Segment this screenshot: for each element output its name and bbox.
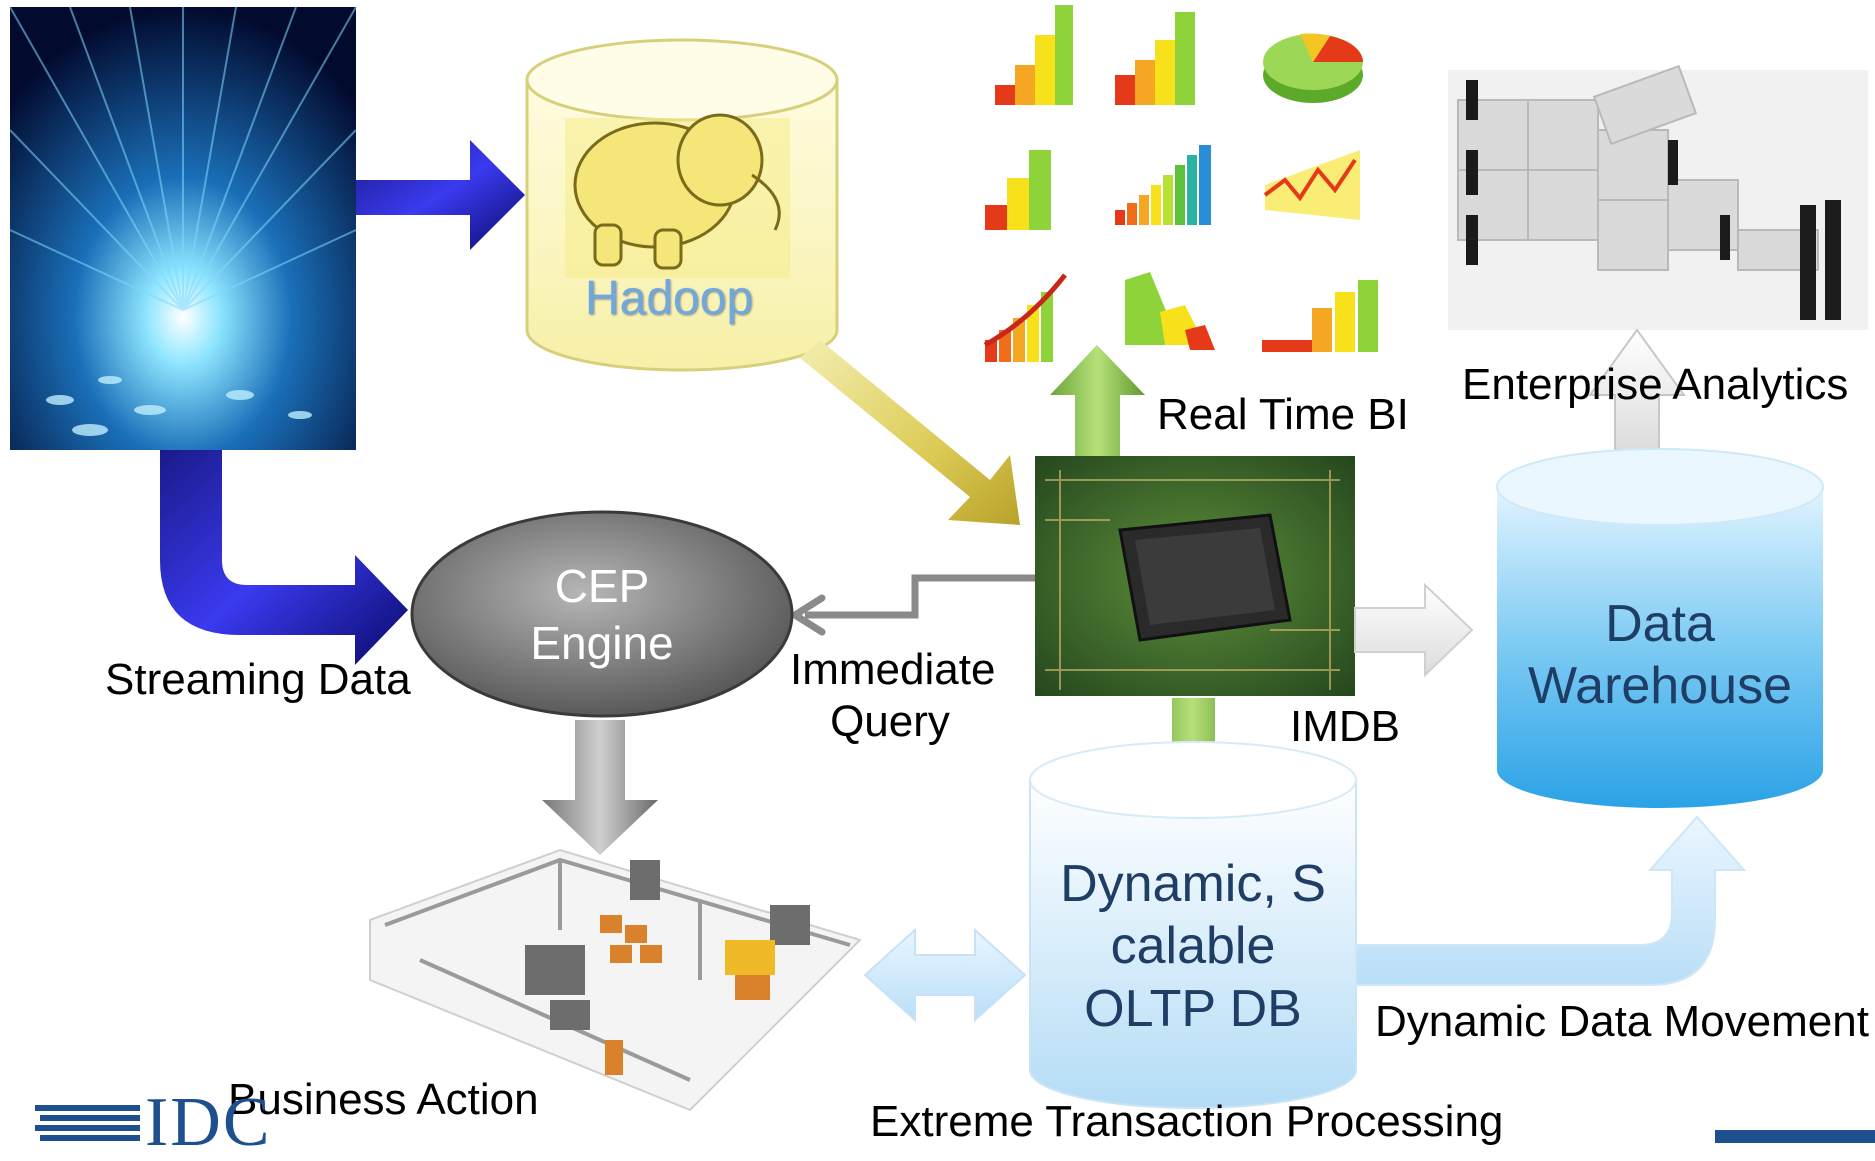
arrow-imdb-to-cep [805,574,1035,619]
line-chart-icon [1263,150,1360,220]
oltp-label-line1: Dynamic, S [1060,855,1326,913]
arrow-stream-to-cep [160,450,408,665]
data-warehouse-label-line1: Data [1605,595,1715,653]
oltp-label-line3: OLTP DB [1084,980,1302,1038]
circuit-chip-image [1035,456,1355,696]
cep-label-line1: CEP [554,560,650,612]
cep-engine-node [410,510,794,718]
data-warehouse-label-line2: Warehouse [1528,657,1792,715]
streaming-binary-tunnel-image [9,6,357,450]
bar-chart-icon [985,150,1051,230]
imdb-label: IMDB [1290,702,1400,751]
bar-chart-icon [1115,12,1195,105]
real-time-bi-label: Real Time BI [1157,390,1409,439]
enterprise-analytics-label: Enterprise Analytics [1462,360,1849,409]
arrow-hadoop-to-imdb [800,340,1020,525]
bar-chart-icon [983,273,1067,362]
pie-chart-icon [1263,33,1363,103]
idc-logo-text: IDC [145,1084,272,1161]
puzzle-team-image [1448,64,1868,330]
oltp-cylinder [1029,741,1357,1109]
dynamic-data-movement-label: Dynamic Data Movement [1375,997,1869,1046]
business-action-label: Business Action [228,1075,539,1124]
bar-chart-icon [1115,145,1211,225]
immediate-query-label-line2: Query [830,697,950,746]
factory-automation-image [369,848,862,1112]
arrow-imdb-to-dw [1354,582,1474,678]
arrow-oltp-to-dw [1355,815,1747,986]
arrow-imdb-to-bi [1050,345,1145,458]
idc-logo-stripes [35,1105,140,1141]
cep-label-line2: Engine [530,617,674,669]
corner-accent-bar [1715,1130,1875,1143]
bar-chart-icon [1262,280,1378,352]
arrow-stream-to-hadoop [356,140,525,250]
streaming-data-label: Streaming Data [105,655,411,704]
extreme-transaction-processing-label: Extreme Transaction Processing [870,1097,1504,1146]
data-warehouse-cylinder [1496,448,1824,808]
oltp-label-line2: calable [1110,917,1276,975]
arrow-dw-to-analytics [1588,328,1686,451]
arrow-factory-oltp-bidirectional [863,927,1027,1023]
bar-chart-icon [995,5,1073,105]
bar-chart-icon [1125,272,1215,350]
arrow-cep-to-factory [542,720,658,855]
immediate-query-label-line1: Immediate [790,645,996,694]
elephant-icon [573,113,781,270]
hadoop-label: Hadoop [585,272,754,325]
